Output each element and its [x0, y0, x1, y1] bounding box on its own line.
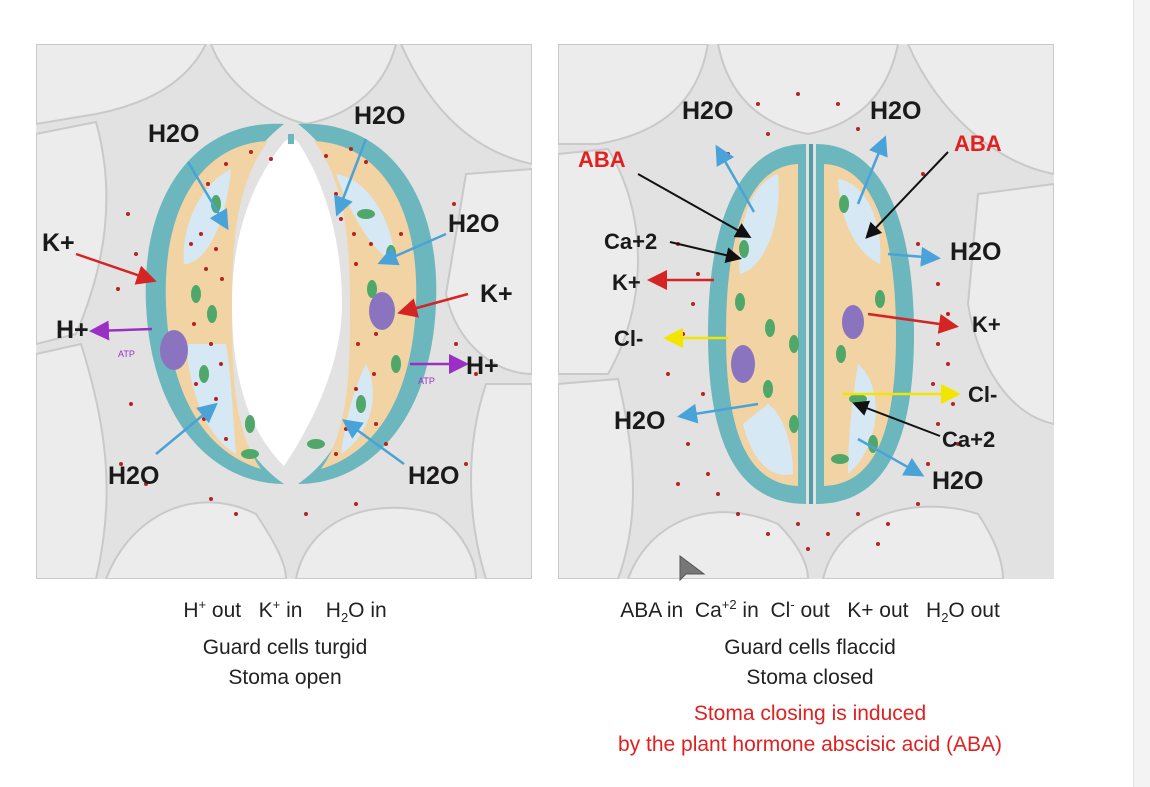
label-aba-left: ABA — [578, 147, 626, 172]
closed-stoma-diagram: H2O H2O H2O H2O H2O ABA ABA Ca+2 Ca+2 K+… — [558, 44, 1054, 579]
label-cl-left: Cl- — [614, 326, 643, 351]
label-aba-right: ABA — [954, 131, 1002, 156]
label-k-left: K+ — [612, 270, 641, 295]
closed-caption-line1: ABA in Ca+2 in Cl- out K+ out H2O out — [620, 597, 1000, 626]
label-h2o-right: H2O — [448, 210, 499, 238]
closed-caption: ABA in Ca+2 in Cl- out K+ out H2O out Gu… — [552, 590, 1068, 693]
label-h2o-top-right: H2O — [870, 97, 921, 125]
mouse-cursor-icon — [679, 555, 706, 582]
aba-note: Stoma closing is induced by the plant ho… — [550, 698, 1070, 760]
open-caption-line2: Guard cells turgid — [202, 636, 368, 660]
label-k-right: K+ — [972, 312, 1001, 337]
flow-arrows — [75, 138, 469, 466]
label-h-right: H+ — [466, 352, 499, 380]
open-caption: H+ out K+ in H2O in Guard cells turgid S… — [130, 590, 440, 693]
label-h2o-bottom-left: H2O — [108, 462, 159, 490]
guard-cell-right — [816, 144, 914, 504]
ion-dots — [116, 147, 478, 516]
label-h-left: H+ — [56, 316, 89, 344]
closed-caption-line3: Stoma closed — [746, 666, 874, 690]
label-h2o-top-right: H2O — [354, 102, 405, 130]
epidermal-cells — [558, 44, 1054, 579]
label-h2o-right: H2O — [950, 238, 1001, 266]
aba-note-line2: by the plant hormone abscisic acid (ABA) — [617, 733, 1003, 756]
label-h2o-bottom-right: H2O — [408, 462, 459, 490]
label-ca-right: Ca+2 — [942, 427, 995, 452]
guard-cell-left — [145, 123, 284, 485]
aba-note-line1: Stoma closing is induced — [693, 702, 927, 725]
stoma-pore — [232, 139, 342, 466]
closed-stoma-panel: H2O H2O H2O H2O H2O ABA ABA Ca+2 Ca+2 K+… — [558, 44, 1054, 579]
open-stoma-diagram: H2O H2O H2O H2O H2O K+ K+ H+ H+ ATP ATP — [36, 44, 532, 579]
label-h2o-bottom-left: H2O — [614, 407, 665, 435]
label-k-right: K+ — [480, 280, 513, 308]
label-ca-left: Ca+2 — [604, 229, 657, 254]
open-caption-line1: H+ out K+ in H2O in — [183, 597, 387, 626]
label-h2o-top-left: H2O — [148, 120, 199, 148]
closed-caption-line2: Guard cells flaccid — [724, 636, 896, 660]
chloroplasts — [735, 195, 885, 464]
label-atp-right: ATP — [418, 376, 435, 386]
closed-labels: H2O H2O H2O H2O H2O ABA ABA Ca+2 Ca+2 K+… — [578, 97, 1002, 495]
open-stoma-panel: H2O H2O H2O H2O H2O K+ K+ H+ H+ ATP ATP — [36, 44, 532, 579]
label-h2o-top-left: H2O — [682, 97, 733, 125]
label-atp-left: ATP — [118, 349, 135, 359]
open-caption-line3: Stoma open — [228, 666, 342, 690]
label-cl-right: Cl- — [968, 382, 997, 407]
flow-arrows — [637, 135, 961, 477]
label-k-left: K+ — [42, 229, 75, 257]
open-labels: H2O H2O H2O H2O H2O K+ K+ H+ H+ ATP ATP — [42, 102, 513, 490]
label-h2o-bottom-right: H2O — [932, 467, 983, 495]
scrollbar[interactable] — [1133, 0, 1150, 787]
epidermal-cells — [36, 44, 532, 579]
